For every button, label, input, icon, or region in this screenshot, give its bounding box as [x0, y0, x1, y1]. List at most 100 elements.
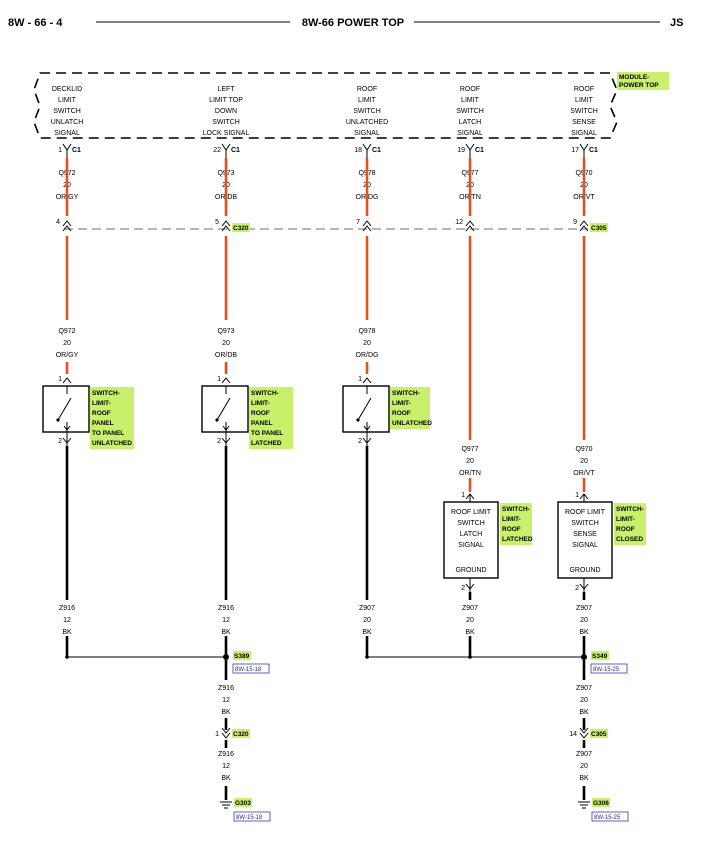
switch-pivot-icon	[215, 418, 219, 422]
module-outline	[33, 72, 618, 139]
sensor-label-line: CLOSED	[616, 536, 643, 543]
wire-color: OR/DG	[356, 352, 379, 359]
switch-pin-terminal	[62, 377, 72, 384]
wire-gauge: 20	[63, 340, 71, 347]
inline-pin-number: 12	[455, 219, 463, 226]
module-signal-3-line-5: SIGNAL	[354, 130, 380, 137]
wire-circuit: Z907	[576, 605, 592, 612]
module-signal-1-line-1: DECKLID	[52, 86, 82, 93]
switch-pin-top: 1	[358, 376, 362, 383]
splice-name: S349	[592, 653, 608, 660]
module-signal-2-line-3: DOWN	[215, 108, 237, 115]
inline-pin-number: 7	[356, 219, 360, 226]
wire-circuit: Z907	[359, 605, 375, 612]
limit-switch-body	[42, 385, 90, 433]
switch-pivot-icon	[356, 418, 360, 422]
sensor-body-line: ROOF LIMIT	[565, 509, 606, 516]
inline-pin-terminal	[362, 220, 372, 232]
ground-ref-box	[591, 811, 629, 822]
c1-connector-label: C1	[589, 147, 598, 154]
splice-highlight	[233, 651, 251, 660]
module-signal-4-line-4: LATCH	[459, 119, 481, 126]
switch-pivot-icon	[56, 418, 60, 422]
wire-circuit: Q977	[461, 446, 478, 453]
sensor-body-line: SWITCH	[571, 520, 599, 527]
switch-label-line: ROOF	[392, 410, 411, 417]
wire-gauge: 20	[466, 458, 474, 465]
splice-dot	[223, 654, 229, 660]
switch-label-line: SWITCH-	[251, 390, 279, 397]
c1-connector-label: C1	[475, 147, 484, 154]
sensor-body-line: SIGNAL	[572, 542, 598, 549]
c1-pin-number: 17	[571, 147, 579, 154]
c1-pin-number: 1	[58, 147, 62, 154]
sensor-pin-terminal	[579, 493, 589, 502]
splice-ref-box	[590, 663, 628, 674]
c1-pin-terminal	[579, 143, 589, 158]
module-signal-5-line-5: SIGNAL	[571, 130, 597, 137]
wire-circuit: Z916	[59, 605, 75, 612]
switch-pin-terminal	[221, 432, 231, 446]
wire-circuit: Z907	[576, 751, 592, 758]
switch-label-line: ROOF	[92, 410, 111, 417]
sensor-label-line: ROOF	[616, 526, 635, 533]
c1-pin-number: 19	[457, 147, 465, 154]
splice-name: S389	[234, 653, 250, 660]
wire-circuit: Q978	[358, 328, 375, 335]
switch-label-line: SWITCH-	[392, 390, 420, 397]
switch-contact-icon	[216, 386, 231, 432]
inline-connector-name: C320	[233, 225, 249, 232]
lower-connector-highlight	[590, 729, 608, 738]
page-title: 8W-66 POWER TOP	[302, 17, 404, 29]
wire-gauge: 12	[63, 617, 71, 624]
c1-connector-label: C1	[372, 147, 381, 154]
sensor-body-line: SIGNAL	[458, 542, 484, 549]
module-signal-3-line-1: ROOF	[357, 86, 377, 93]
wire-color: OR/GY	[56, 352, 79, 359]
wire-color: BK	[221, 629, 231, 636]
module-signal-2-line-4: SWITCH	[212, 119, 240, 126]
sensor-pin-terminal	[579, 578, 589, 592]
sensor-body-line: LATCH	[460, 531, 482, 538]
module-signal-4-line-3: SWITCH	[456, 108, 484, 115]
module-signal-2-line-1: LEFT	[217, 86, 235, 93]
splice-ref: 8W-15-25	[593, 667, 620, 673]
module-signal-4-line-1: ROOF	[460, 86, 480, 93]
switch-label-line: ROOF	[251, 410, 270, 417]
module-signal-2-line-5: LOCK SIGNAL	[203, 130, 250, 137]
sensor-body-line: ROOF LIMIT	[451, 509, 492, 516]
module-signal-1-line-5: SIGNAL	[54, 130, 80, 137]
module-signal-5-line-2: LIMIT	[575, 97, 594, 104]
inline-connector-highlight	[232, 223, 250, 232]
inline-pin-number: 5	[215, 219, 219, 226]
switch-label-line: PANEL	[92, 420, 114, 427]
wire-circuit: Z916	[218, 685, 234, 692]
bus-tap-dot	[365, 655, 369, 659]
roof-limit-switch-body	[443, 501, 499, 579]
ground-name: G303	[235, 800, 251, 807]
switch-label-line: LIMIT-	[92, 400, 111, 407]
sensor-label-line: SWITCH-	[502, 506, 530, 513]
switch-label-line: TO PANEL	[92, 430, 124, 437]
inline-pin-terminal	[465, 220, 475, 232]
lower-connector-terminal	[221, 727, 231, 739]
wire-circuit: Z916	[218, 605, 234, 612]
wire-color: BK	[221, 709, 231, 716]
sensor-label-line: ROOF	[502, 526, 521, 533]
sensor-label-line: LIMIT-	[502, 516, 521, 523]
c1-pin-number: 22	[213, 147, 221, 154]
bus-tap-dot	[468, 655, 472, 659]
sensor-pin-top: 1	[575, 492, 579, 499]
module-signal-3-line-4: UNLATCHED	[346, 119, 388, 126]
switch-label-line: LIMIT-	[251, 400, 270, 407]
ground-symbol-icon	[578, 801, 590, 809]
splice-ref-box	[232, 663, 270, 674]
sensor-pin-bottom: 2	[575, 585, 579, 592]
wire-color: BK	[62, 629, 72, 636]
wire-color: BK	[465, 629, 475, 636]
wire-circuit: Q972	[58, 328, 75, 335]
module-signal-5-line-3: SWITCH	[570, 108, 598, 115]
sensor-ground-label: GROUND	[455, 567, 486, 574]
switch-label-line: UNLATCHED	[92, 440, 132, 447]
wire-circuit: Q970	[575, 446, 592, 453]
